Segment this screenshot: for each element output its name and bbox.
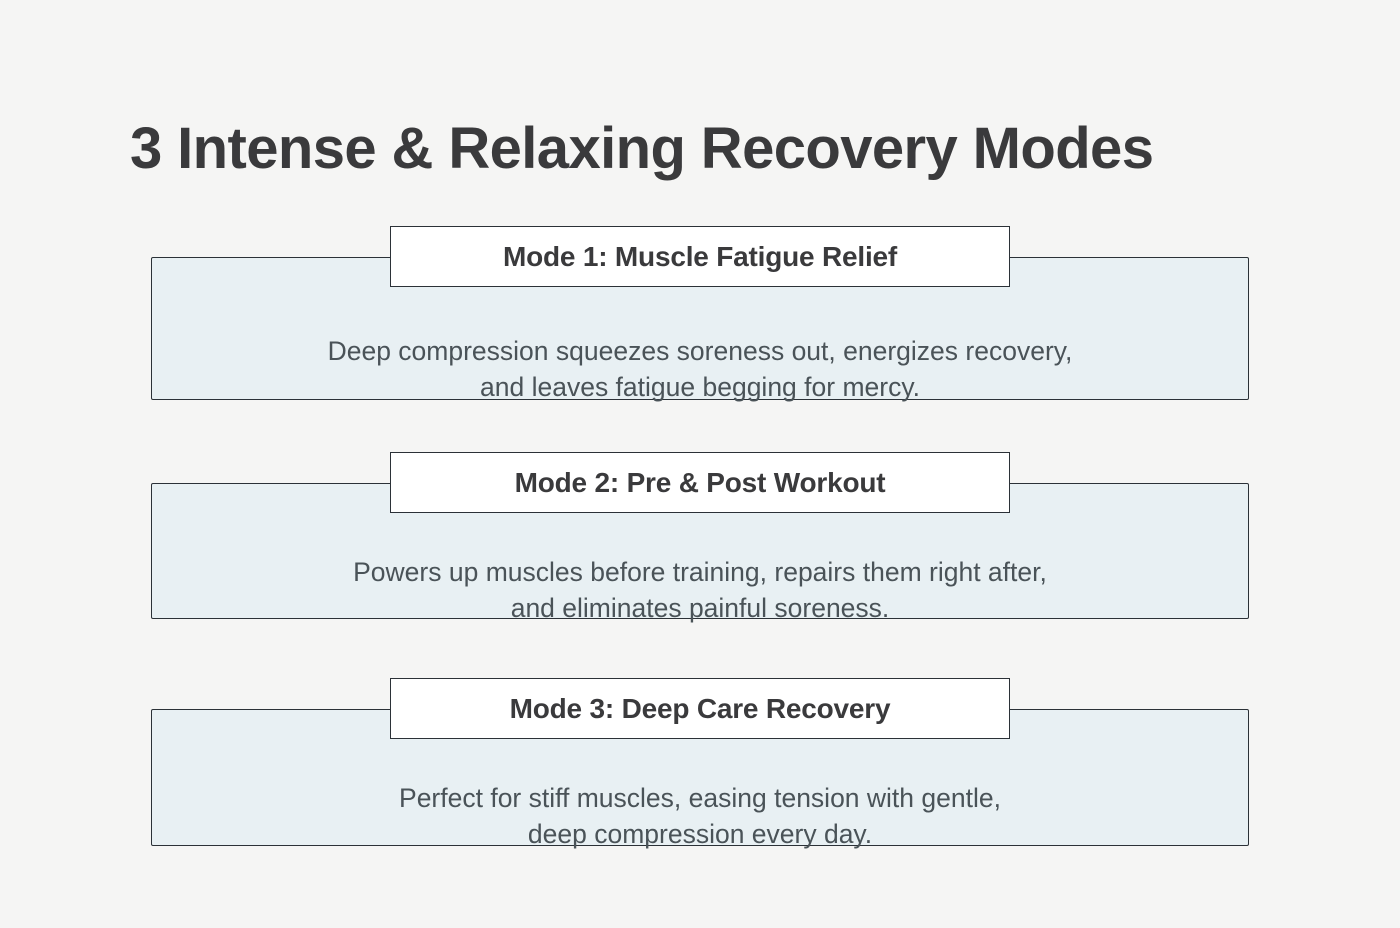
mode-card-3-panel: Perfect for stiff muscles, easing tensio… bbox=[151, 709, 1249, 849]
mode-card-1-header-badge: Mode 1: Muscle Fatigue Relief bbox=[390, 226, 1010, 287]
mode-card-3-title: Mode 3: Deep Care Recovery bbox=[509, 692, 891, 724]
mode-card-2-title: Mode 2: Pre & Post Workout bbox=[514, 466, 886, 498]
mode-card-1-title: Mode 1: Muscle Fatigue Relief bbox=[502, 240, 898, 272]
page-title: 3 Intense & Relaxing Recovery Modes bbox=[130, 115, 1154, 181]
mode-card-3-description: Perfect for stiff muscles, easing tensio… bbox=[399, 783, 1001, 850]
mode-card-2-header-badge: Mode 2: Pre & Post Workout bbox=[390, 452, 1010, 513]
mode-card-1-description: Deep compression squeezes soreness out, … bbox=[327, 336, 1073, 403]
mode-card-3-header-badge: Mode 3: Deep Care Recovery bbox=[390, 678, 1010, 739]
mode-card-2-description: Powers up muscles before training, repai… bbox=[353, 557, 1047, 624]
